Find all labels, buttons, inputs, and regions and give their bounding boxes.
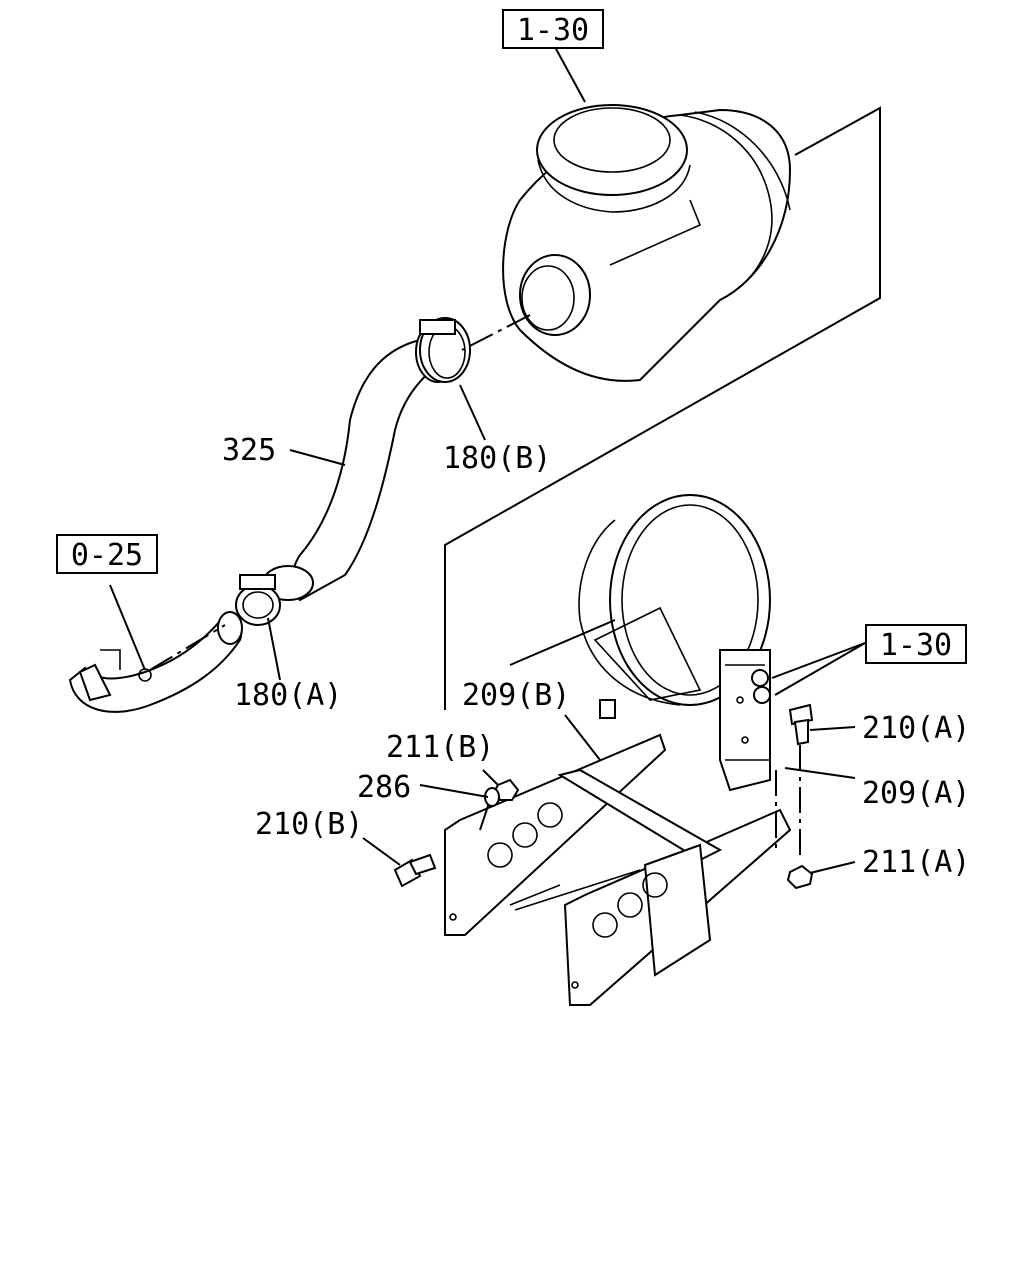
label-209a: 209(A) <box>862 776 970 811</box>
frame-bracket <box>444 733 792 1006</box>
label-180b: 180(B) <box>443 441 551 476</box>
label-210b: 210(B) <box>255 807 363 842</box>
ref-label-right: 1-30 <box>880 628 952 663</box>
label-209b: 209(B) <box>462 678 570 713</box>
ref-box-right <box>865 624 967 664</box>
washer-1-30 <box>751 669 771 704</box>
intake-pipe <box>68 611 243 713</box>
nut-211a <box>786 864 814 890</box>
label-211a: 211(A) <box>862 845 970 880</box>
ref-label-left: 0-25 <box>71 538 143 573</box>
ref-label-top: 1-30 <box>517 13 589 48</box>
air-cleaner <box>502 104 792 382</box>
ref-box-left <box>56 534 158 574</box>
label-325: 325 <box>222 433 276 468</box>
label-210a: 210(A) <box>862 711 970 746</box>
leader-lines <box>109 46 866 874</box>
clamp-180b <box>419 317 471 383</box>
label-180a: 180(A) <box>234 678 342 713</box>
label-211b: 211(B) <box>386 730 494 765</box>
label-286: 286 <box>357 770 411 805</box>
phantom-lines <box>149 106 881 860</box>
ref-box-top <box>502 9 604 49</box>
bolt-210a <box>788 703 814 746</box>
bolt-210b <box>393 853 437 888</box>
clamp-180a <box>235 574 281 626</box>
mounting-band <box>578 494 771 792</box>
